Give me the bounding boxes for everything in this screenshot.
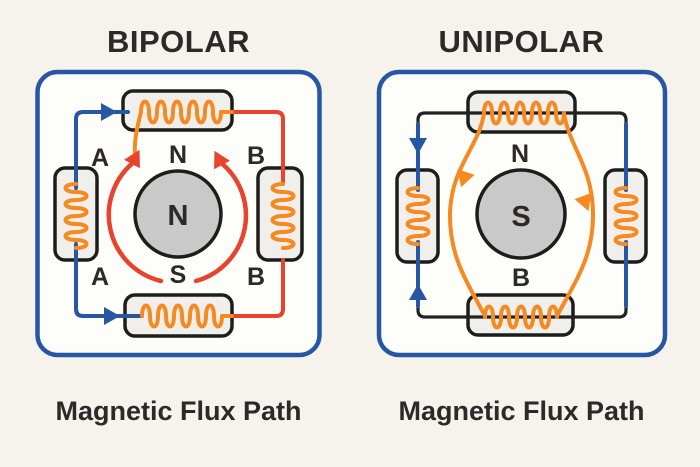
bipolar-phase-b-wires: [230, 110, 285, 318]
unipolar-winding-left: [405, 186, 431, 246]
bipolar-phase-a-wires: [74, 110, 144, 318]
bipolar-winding-bottom: [140, 303, 234, 329]
unipolar-label-n-pole: N: [511, 140, 529, 168]
bipolar-title: BIPOLAR: [107, 24, 250, 59]
bipolar-label-n-pole: N: [169, 141, 187, 169]
unipolar-diagram: N B S: [376, 69, 668, 358]
unipolar-title: UNIPOLAR: [438, 24, 605, 59]
unipolar-flux-path-right: [555, 112, 596, 318]
bipolar-winding-right: [270, 182, 296, 250]
bipolar-label-b-top: B: [247, 142, 265, 170]
unipolar-flux-path-left: [447, 112, 487, 318]
bipolar-label-a-top: A: [91, 144, 109, 172]
unipolar-phase-wires: [416, 122, 628, 308]
bipolar-windings: [63, 99, 296, 329]
bipolar-current-arrow-bottom: [104, 307, 120, 325]
bipolar-rotor: [133, 169, 223, 259]
unipolar-current-arrow-up: [409, 284, 427, 300]
unipolar-windings: [405, 100, 639, 330]
bipolar-winding-top: [139, 99, 234, 125]
bipolar-diagram: A A B B N S N: [35, 69, 322, 358]
unipolar-winding-bottom: [483, 304, 559, 330]
unipolar-current-arrow-down: [409, 138, 427, 154]
bipolar-winding-top-lead: [132, 110, 143, 156]
unipolar-flux-arrow-right: [574, 192, 592, 212]
bipolar-label-b-bottom: B: [247, 263, 265, 291]
unipolar-flux-arrow-left: [457, 169, 475, 188]
bipolar-flux-arcs: [106, 159, 249, 284]
bipolar-label-a-bottom: A: [91, 263, 109, 291]
unipolar-winding-right: [613, 186, 639, 246]
bipolar-current-arrow-top: [101, 103, 117, 121]
unipolar-caption: Magnetic Flux Path: [398, 396, 645, 426]
unipolar-winding-top: [482, 100, 566, 126]
unipolar-rotor: [475, 168, 567, 260]
bipolar-coil-right: [256, 166, 304, 262]
bipolar-rotor-label: N: [168, 200, 189, 232]
unipolar-label-b: B: [512, 264, 530, 292]
unipolar-rotor-label: S: [511, 201, 530, 233]
bipolar-flux-arrow-left: [124, 149, 140, 169]
bipolar-flux-arrow-right: [214, 150, 230, 170]
bipolar-caption: Magnetic Flux Path: [55, 396, 302, 426]
bipolar-label-s-pole: S: [170, 261, 187, 289]
bipolar-winding-left: [63, 182, 89, 250]
